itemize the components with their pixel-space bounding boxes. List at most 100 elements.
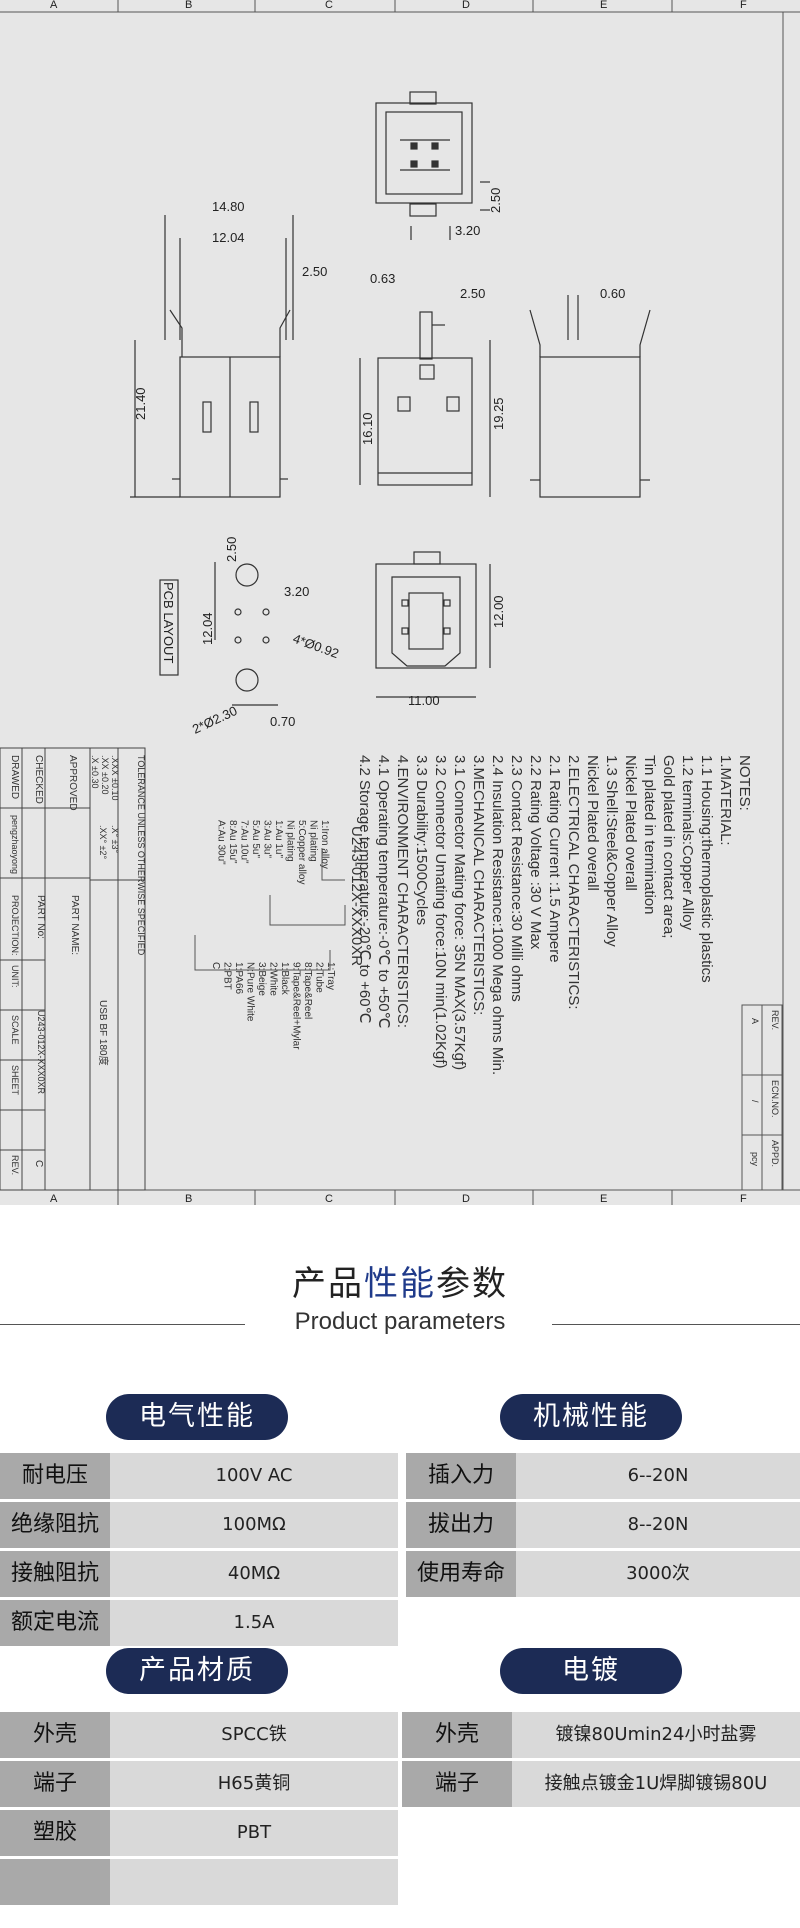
tol-2: .XX ±0.20 [100,755,110,794]
code-option-line: N:Pure White [245,962,256,1022]
note-line: NOTES: [736,755,753,811]
notes-block: NOTES:1.MATERIAL: 1.1 Housing:thermoplas… [356,755,753,1075]
ecn-value: / [750,1100,760,1103]
table-row [0,1859,398,1905]
code-options-b: 1:Tray2:Tube8:Tape&Reel9:Tape&Reel+Mylar… [210,962,336,1050]
code-option-line: 7:Au 10u" [239,820,250,864]
col-label-e-bottom: E [600,1193,607,1205]
part-no-label: PART No: [35,895,46,939]
row-key: 插入力 [406,1453,516,1499]
note-line: Gold plated in contact area; [660,755,677,938]
ecn-header: ECN.NO. [770,1080,780,1118]
code-option-line: C [210,962,221,969]
approved-label: APPROVED [67,755,78,811]
part-no-value: U243-012X-XXX0XR [36,1010,46,1095]
plating-label: 电镀 [500,1648,682,1694]
row-key: 外壳 [0,1712,110,1758]
code-option-line: 3:Au 3u" [262,820,273,858]
note-line: Nickel Plated overall [622,755,639,891]
col-label-d-bottom: D [462,1193,470,1205]
row-key: 拔出力 [406,1502,516,1548]
left-view [130,215,294,498]
row-value: 6--20N [516,1453,800,1499]
dim-side-h1: 16.10 [360,412,375,445]
note-line: 2.ELECTRICAL CHARACTERISTICS: [565,755,582,1010]
code-option-line: 5:Copper alloy [296,820,307,884]
code-option-line: 2:Tube [314,962,325,993]
row-key: 使用寿命 [406,1551,516,1597]
note-line: 3.1 Connector Mating force: 35N MAX(3.57… [451,755,468,1070]
rev-header: REV. [770,1010,780,1030]
note-line: 4.1 Operating temperature:-0℃ to +50℃ [375,755,392,1028]
row-value: SPCC铁 [110,1712,398,1758]
col-label-b: B [185,0,192,11]
drawed-label: DRAWED [9,755,20,799]
part-code: U243-012X-XXX0XR [348,826,365,966]
front-face-view [375,551,491,698]
note-line: 3.3 Durability:1500Cycles [413,755,430,925]
unit-label: UNIT: [10,965,20,988]
tol-5: .XX° ±2° [98,825,108,860]
technical-drawing-sheet: A B C D E F A B C D E F 2.50 3.20 14.80 … [0,0,800,1205]
row-value [110,1859,398,1905]
code-option-line: 1:Tray [325,962,336,990]
part-name-label: PART NAME: [69,895,80,955]
right-view [529,295,651,498]
dim-side-h2: 19.25 [491,397,506,430]
row-value: 3000次 [516,1551,800,1597]
code-option-line: Ni plating [308,820,319,862]
scale-label: SCALE [10,1015,20,1045]
note-line: 2.2 Rating Voltage :30 V Max [527,755,544,950]
row-key: 绝缘阻抗 [0,1502,110,1548]
code-option-line: 2:White [268,962,279,996]
rev-value-c: C [33,1160,44,1167]
title-block [0,747,146,1191]
col-label-f: F [740,0,747,11]
pcb-layout [159,562,278,706]
code-option-line: 1:Black [279,962,290,996]
code-option-line: A:Au 30u" [216,820,227,865]
col-label-a-bottom: A [50,1193,58,1205]
rev-label: REV. [10,1155,20,1175]
dim-top-h: 2.50 [488,188,503,213]
dim-w2: 12.04 [212,230,245,245]
dim-w3: 2.50 [302,264,327,279]
params-header: 产品性能参数 Product parameters [0,1240,800,1350]
note-line: 1.MATERIAL: [717,755,734,846]
code-option-line: 1:Iron alloy [319,820,330,869]
dim-top-w: 3.20 [455,223,480,238]
projection-label: PROJECTION: [10,895,20,956]
row-key: 端子 [0,1761,110,1807]
note-line: 3.MECHANICAL CHARACTERISTICS: [470,755,487,1015]
rev-value: A [750,1018,760,1024]
code-option-line: 8:Au 15u" [227,820,238,864]
row-value: 1.5A [110,1600,398,1646]
note-line: 1.3 Shell:Steel&Copper Alloy [603,755,620,947]
dim-pcb-a: 2.50 [224,537,239,562]
row-value: 100V AC [110,1453,398,1499]
code-option-line: 2:PBT [222,962,233,990]
col-label-a: A [50,0,58,11]
col-label-c: C [325,0,333,11]
note-line: Tin plated in termination [641,755,658,915]
dim-pcb-d: 4*Ø0.92 [291,631,341,661]
row-value: 接触点镀金1U焊脚镀锡80U [512,1761,800,1807]
params-title: 产品性能参数 [0,1256,800,1305]
row-key: 塑胶 [0,1810,110,1856]
col-label-b-bottom: B [185,1193,192,1205]
note-line: 4.2 Storage temperature:-20℃ to +60℃ [356,755,373,1023]
top-view [375,91,490,240]
row-value: PBT [110,1810,398,1856]
drawing-svg: A B C D E F A B C D E F 2.50 3.20 14.80 … [0,0,800,1205]
table-row: 外壳镀镍80Umin24小时盐雾 [402,1712,800,1758]
dim-front-w: 11.00 [408,693,440,708]
appd-header: APPD. [770,1140,780,1167]
tol-4: .X° ±3° [110,825,120,854]
mechanical-label: 机械性能 [500,1394,682,1440]
